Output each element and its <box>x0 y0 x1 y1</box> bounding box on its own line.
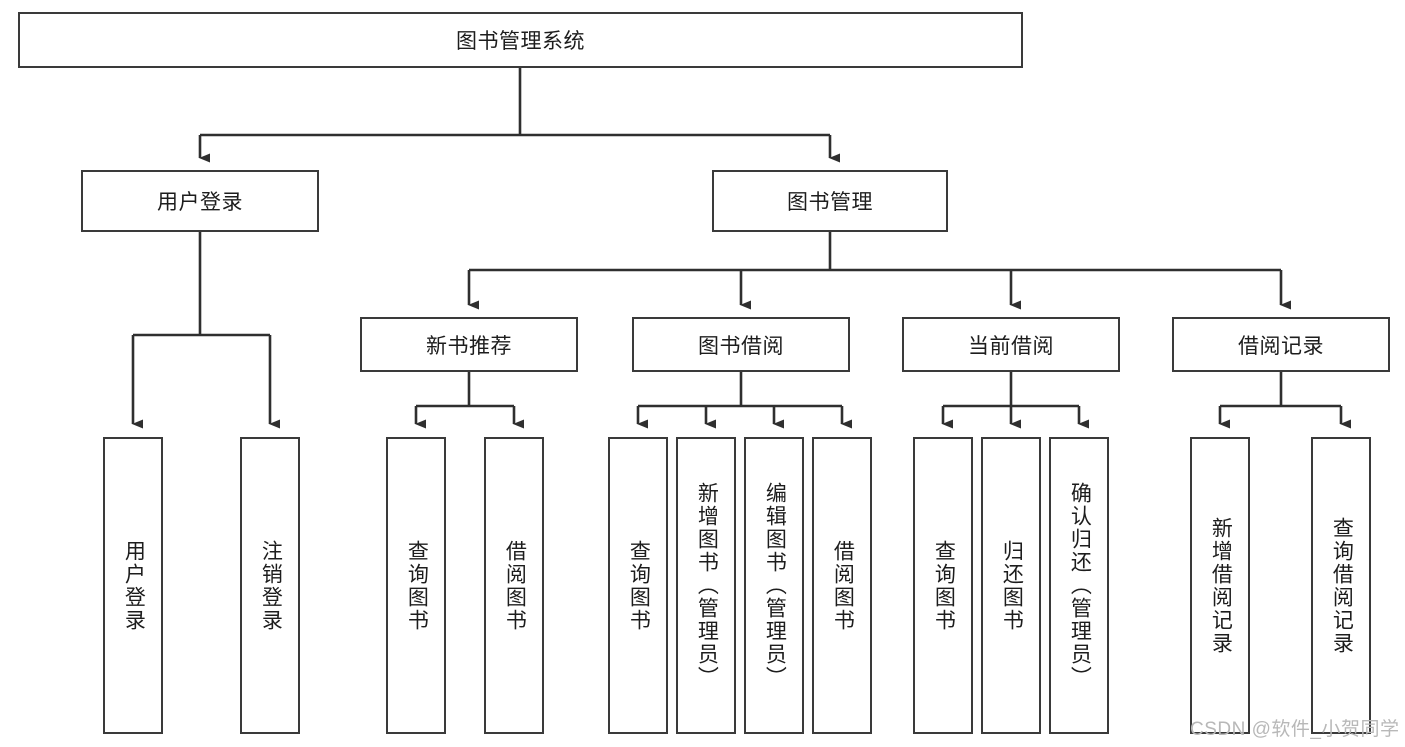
node-current-borrow[interactable]: 当前借阅 <box>902 317 1120 372</box>
node-new-book-recommend[interactable]: 新书推荐 <box>360 317 578 372</box>
node-root[interactable]: 图书管理系统 <box>18 12 1023 68</box>
leaf-user-login[interactable]: 用户登录 <box>103 437 163 734</box>
leaf-user-logout[interactable]: 注销登录 <box>240 437 300 734</box>
node-book-borrow[interactable]: 图书借阅 <box>632 317 850 372</box>
leaf-query-book-borrow[interactable]: 查询图书 <box>608 437 668 734</box>
leaf-edit-book-admin[interactable]: 编辑图书（管理员） <box>744 437 804 734</box>
node-user-login[interactable]: 用户登录 <box>81 170 319 232</box>
leaf-confirm-return-admin[interactable]: 确认归还（管理员） <box>1049 437 1109 734</box>
leaf-add-borrow-record[interactable]: 新增借阅记录 <box>1190 437 1250 734</box>
leaf-query-book-recommend[interactable]: 查询图书 <box>386 437 446 734</box>
csdn-watermark: CSDN @软件_小贺同学 <box>1190 719 1400 740</box>
leaf-query-book-current[interactable]: 查询图书 <box>913 437 973 734</box>
leaf-add-book-admin[interactable]: 新增图书（管理员） <box>676 437 736 734</box>
node-book-management[interactable]: 图书管理 <box>712 170 948 232</box>
node-borrow-record[interactable]: 借阅记录 <box>1172 317 1390 372</box>
leaf-return-book[interactable]: 归还图书 <box>981 437 1041 734</box>
leaf-query-borrow-record[interactable]: 查询借阅记录 <box>1311 437 1371 734</box>
leaf-borrow-book[interactable]: 借阅图书 <box>812 437 872 734</box>
leaf-borrow-book-recommend[interactable]: 借阅图书 <box>484 437 544 734</box>
